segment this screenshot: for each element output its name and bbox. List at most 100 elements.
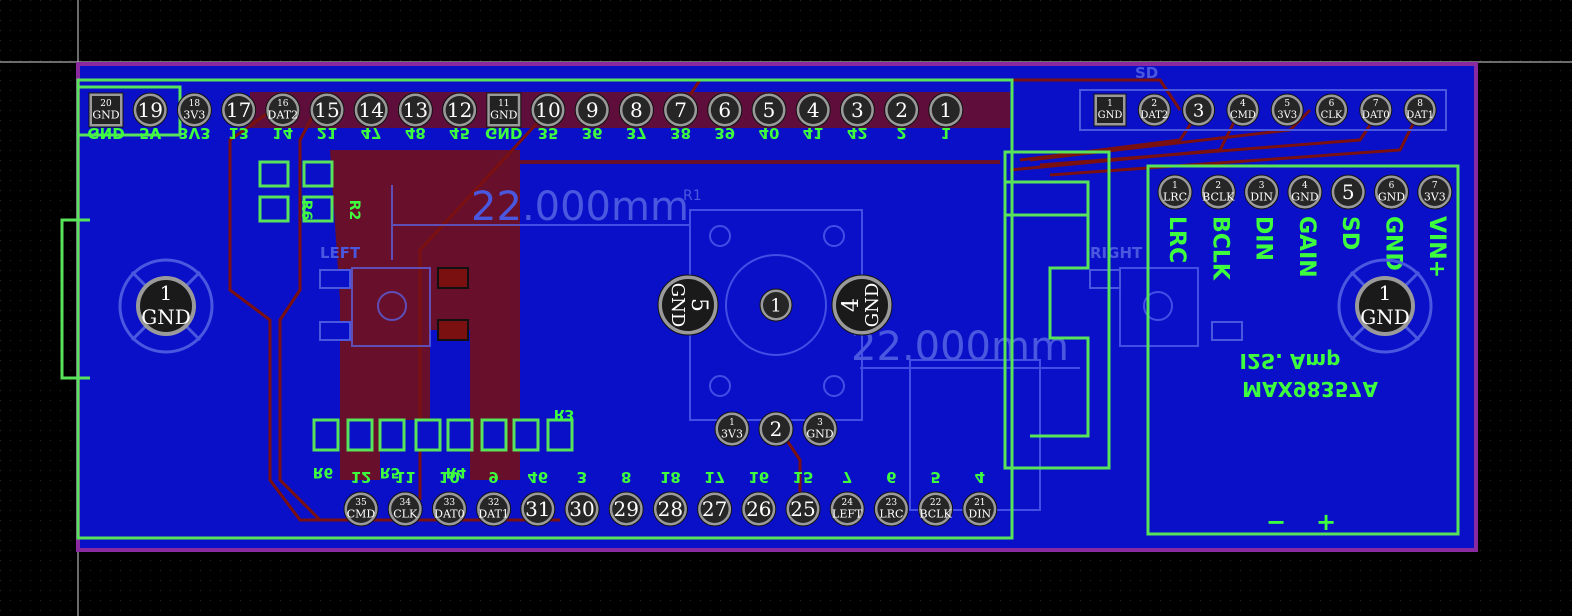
- pad-number: 24: [841, 498, 853, 508]
- silk-label-top: 3V3: [178, 124, 210, 142]
- dimension-text: 22.000mm: [471, 184, 689, 230]
- header-pin-27: 27: [697, 491, 733, 527]
- amp-polarity-minus: −: [1266, 508, 1286, 536]
- amp-silk-label: BCLK: [1207, 216, 1232, 281]
- pad-number: 6: [718, 98, 731, 122]
- silk-label-top: 21: [317, 124, 338, 142]
- speaker-connector-outline: [1003, 150, 1111, 470]
- pad-net: 3V3: [721, 428, 743, 441]
- pad-net: GND: [667, 283, 688, 328]
- pad-net: GND: [490, 109, 517, 122]
- pad-net: GND: [862, 283, 883, 328]
- pad-net: DAT2: [1140, 110, 1168, 121]
- amp-title: I2S. Amp MAX98357A − +: [1240, 349, 1379, 536]
- amp-title-line2: MAX98357A: [1242, 377, 1378, 401]
- pad-number: 19: [137, 98, 162, 122]
- header-pin-28: 28: [652, 491, 688, 527]
- amp-silk-label: VIN+: [1424, 216, 1449, 278]
- pad-number: 3: [1259, 181, 1265, 191]
- pad-number: 10: [535, 98, 560, 122]
- header-pin-5: 5: [751, 92, 787, 128]
- silk-label-bottom: 10: [439, 468, 460, 486]
- header-pin-31: 31: [520, 491, 556, 527]
- pad-number: 9: [586, 98, 599, 122]
- dimension-text-2: 22.000mm: [851, 324, 1069, 370]
- usb-outline: [60, 218, 90, 380]
- header-pin-29: 29: [608, 491, 644, 527]
- pad-number: 7: [1432, 181, 1438, 191]
- sd-header-outline: [1079, 89, 1447, 131]
- pad-net: LRC: [1163, 191, 1187, 204]
- amp-title-line1: I2S. Amp: [1240, 349, 1341, 373]
- header-pin-12: 12: [442, 92, 478, 128]
- pad-number: 21: [974, 498, 985, 508]
- pad-number: 2: [895, 98, 908, 122]
- pad-net: GND: [1098, 110, 1123, 121]
- pad-net: DAT0: [434, 508, 465, 521]
- button-pads: [319, 267, 1243, 341]
- button-left-label: LEFT: [320, 244, 361, 262]
- silk-label-bottom: 18: [660, 468, 681, 486]
- silk-label-top: GND: [87, 124, 124, 142]
- amp-silk-label: LRC: [1164, 216, 1189, 263]
- pad-net: CLK: [393, 508, 418, 521]
- silk-label-top: 38: [670, 124, 691, 142]
- silk-label-top: 1: [941, 124, 951, 142]
- pad-net: DAT0: [1362, 110, 1390, 121]
- pad-number: 1: [939, 98, 952, 122]
- silk-label-bottom: 7: [842, 468, 852, 486]
- pad-number: 6: [1389, 181, 1395, 191]
- pad-net: DAT2: [268, 109, 299, 122]
- silk-label-bottom: 12: [351, 468, 372, 486]
- pad-number: 30: [569, 497, 594, 521]
- pad-net: DIN: [968, 508, 991, 521]
- pad-net: BCLK: [919, 508, 952, 521]
- silk-label-top: GND: [485, 124, 522, 142]
- pad-number: 4: [807, 98, 820, 122]
- silk-label-bottom: 9: [488, 468, 498, 486]
- silk-label-top: 35: [538, 124, 559, 142]
- header-pin-7: 7: [663, 92, 699, 128]
- ref-r6: R6: [313, 464, 334, 480]
- silk-label-top: 14: [272, 124, 293, 142]
- pad-net: LEFT: [832, 508, 863, 521]
- pad-number: 32: [488, 498, 499, 508]
- pad-net: CLK: [1321, 110, 1343, 121]
- pad-number: 5: [763, 98, 776, 122]
- pad-number: 6: [1329, 99, 1335, 109]
- pad-number: 7: [1373, 99, 1379, 109]
- hole-number: 1: [160, 281, 173, 305]
- header-pin-4: 4: [795, 92, 831, 128]
- header-pin-19: 19: [132, 92, 168, 128]
- pad-number: 11: [498, 99, 509, 109]
- pad-net: DIN: [1250, 191, 1273, 204]
- pad-net: 3V3: [1277, 110, 1297, 121]
- pad-net: 3V3: [1424, 191, 1446, 204]
- pad-number: 7: [674, 98, 687, 122]
- hole-net: GND: [1360, 305, 1410, 329]
- silk-label-top: 37: [626, 124, 647, 142]
